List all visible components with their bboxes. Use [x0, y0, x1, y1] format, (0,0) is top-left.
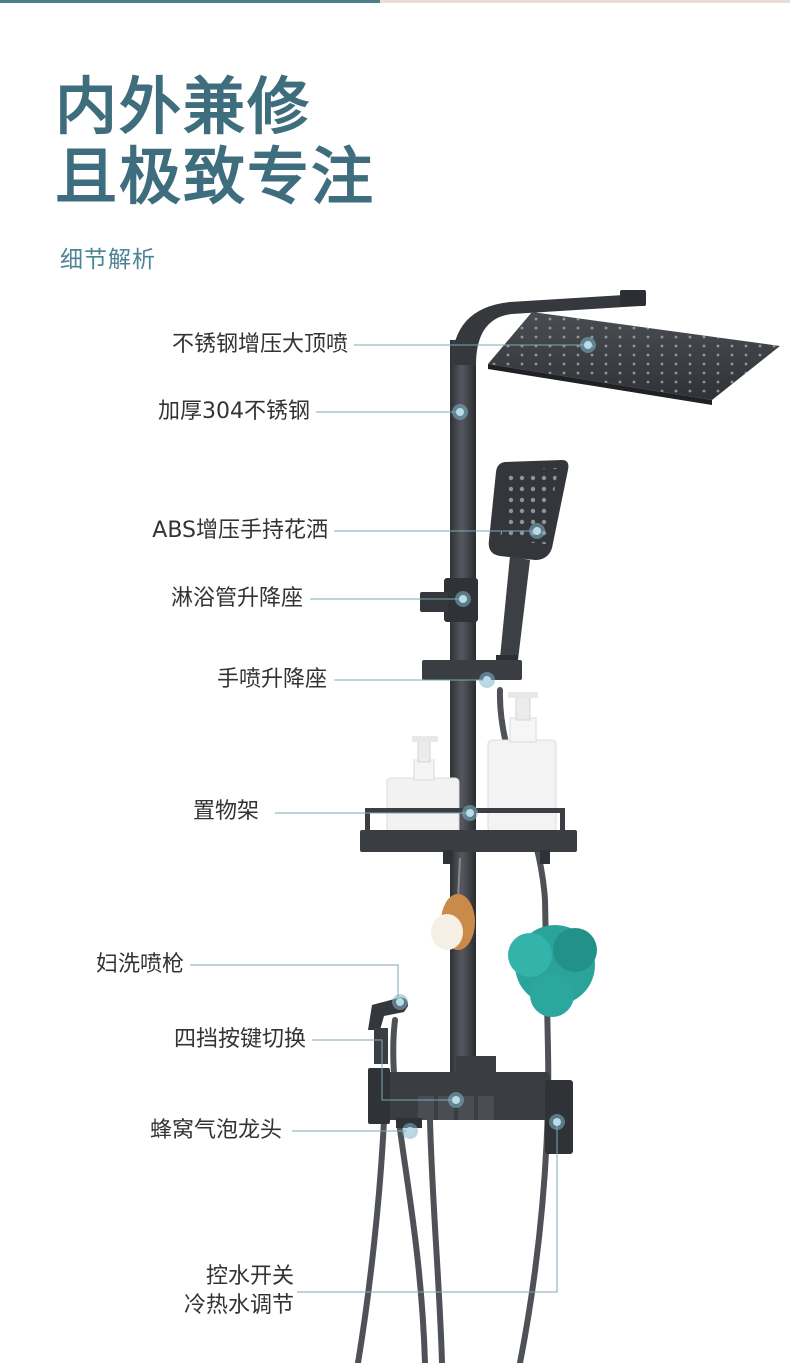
- rain-shower-head: [488, 312, 780, 405]
- hanging-accessories: [431, 857, 597, 1017]
- callout-rain-shower-head: 不锈钢增压大顶喷: [171, 332, 348, 357]
- hand-shower: [488, 460, 569, 673]
- overhead-arm: [452, 294, 640, 365]
- callout-temperature-switch: 控水开关 冷热水调节: [184, 1262, 294, 1320]
- callout-leader-lines: [190, 344, 588, 1293]
- callout-markers: [392, 337, 596, 1139]
- callout-shelf: 置物架: [192, 799, 259, 824]
- headline-line-2: 且极致专注: [55, 140, 376, 213]
- subtitle: 细节解析: [60, 247, 156, 273]
- headline-line-1: 内外兼修: [55, 70, 312, 143]
- top-accent-bar-right: [380, 0, 790, 3]
- callout-bidet-sprayer: 妇洗喷枪: [95, 952, 184, 977]
- callout-pipe-slider: 淋浴管升降座: [170, 586, 303, 611]
- mixer-valve: [368, 1056, 573, 1154]
- arm-end-cap: [620, 290, 646, 306]
- top-accent-bar: [0, 0, 790, 3]
- callout-stainless-pipe: 加厚304不锈钢: [158, 399, 310, 424]
- callout-hand-shower-slider: 手喷升降座: [216, 667, 327, 692]
- hand-shower-holder: [422, 660, 522, 680]
- pipe-bracket: [420, 592, 448, 612]
- callout-temperature-switch-line-1: 控水开关: [205, 1264, 294, 1289]
- callout-temperature-switch-line-2: 冷热水调节: [183, 1293, 294, 1318]
- riser-pipe: [450, 340, 476, 1080]
- callout-hand-shower: ABS增压手持花洒: [152, 518, 328, 543]
- callout-aerator-faucet: 蜂窝气泡龙头: [149, 1118, 282, 1143]
- callout-four-mode-buttons: 四挡按键切换: [173, 1027, 306, 1052]
- top-accent-bar-left: [0, 0, 380, 3]
- headline: 内外兼修 且极致专注: [55, 72, 375, 212]
